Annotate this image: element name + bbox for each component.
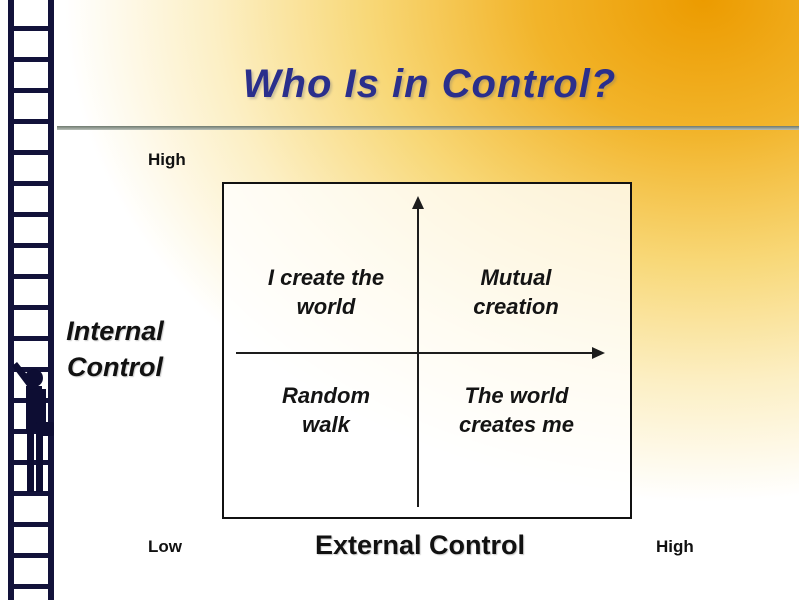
external-control-label: External Control [314, 530, 526, 560]
divider-line [57, 126, 799, 130]
slide-title: Who Is in Control? [242, 62, 617, 106]
ladder-icon [8, 0, 54, 600]
y-axis-high-label: High [148, 150, 186, 169]
x-axis-line [236, 352, 592, 355]
y-axis-line [416, 208, 419, 507]
quadrant-box: I create the world Mutual creation Rando… [222, 182, 632, 519]
x-axis-low-label: Low [148, 537, 182, 556]
quadrant-top-left-label: I create the world [267, 265, 385, 319]
quadrant-bottom-right-label: The world creates me [459, 383, 574, 437]
up-arrow-icon [411, 196, 424, 209]
climber-silhouette-icon [12, 362, 54, 492]
x-axis-high-label: High [656, 537, 694, 556]
internal-control-label: Internal Control [66, 316, 164, 383]
right-arrow-icon [592, 347, 605, 360]
quadrant-top-right-label: Mutual creation [473, 265, 559, 319]
quadrant-bottom-left-label: Random walk [282, 383, 370, 437]
